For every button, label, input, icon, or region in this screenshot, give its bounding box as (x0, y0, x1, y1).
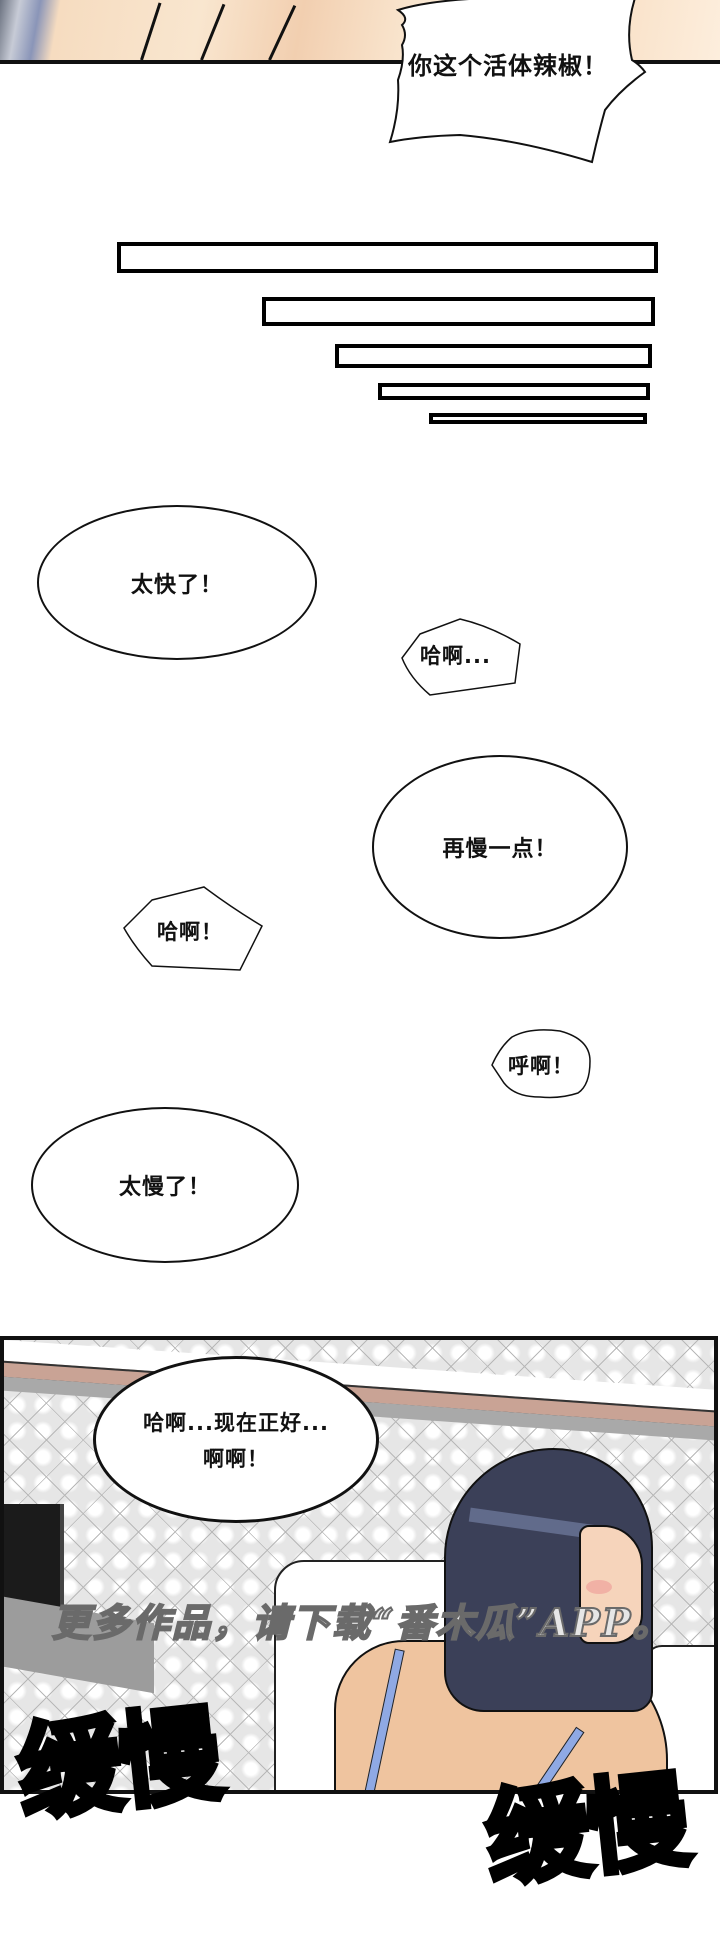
bubble-text-haa: 哈啊！ (157, 920, 223, 944)
watermark-text: 更多作品，请下载“番木瓜”APP。 (51, 1599, 673, 1646)
sfx-text-right: 缓慢 (478, 1756, 695, 1903)
speech-bubble-bottom: 哈啊...现在正好... 啊啊！ (93, 1356, 379, 1523)
character-blush (586, 1580, 612, 1594)
bubble-text: 再慢一点！ (442, 837, 558, 862)
speed-bar (262, 297, 655, 326)
ink-line (268, 4, 297, 61)
bubble-text-haa: 哈啊... (420, 644, 491, 668)
sfx-text-left: 缓慢 (10, 1690, 227, 1837)
speed-bar (335, 344, 652, 368)
ink-line (140, 2, 162, 61)
speed-bar (117, 242, 658, 273)
bubble-text-huaa: 呼啊！ (508, 1054, 574, 1078)
small-bubble-shape (491, 1029, 591, 1099)
speech-bubble-too-slow: 太慢了！ (31, 1107, 299, 1263)
speech-bubble-too-fast: 太快了！ (37, 505, 317, 660)
ink-line (200, 3, 226, 61)
speed-bar (429, 413, 647, 424)
bubble-text: 太快了！ (130, 572, 223, 598)
speed-bar (378, 383, 650, 400)
bubble-text: 太慢了！ (118, 1175, 211, 1200)
shout-bubble-shape (388, 0, 647, 164)
shout-bubble-text: 你这个活体辣椒！ (408, 52, 608, 80)
bubble-text-line-1: 哈啊...现在正好... (143, 1410, 329, 1435)
small-bubble-shape (123, 886, 263, 971)
small-bubble-shape (401, 618, 521, 696)
bubble-text-line-2: 啊啊！ (203, 1446, 269, 1471)
speech-bubble-slower: 再慢一点！ (372, 755, 628, 939)
